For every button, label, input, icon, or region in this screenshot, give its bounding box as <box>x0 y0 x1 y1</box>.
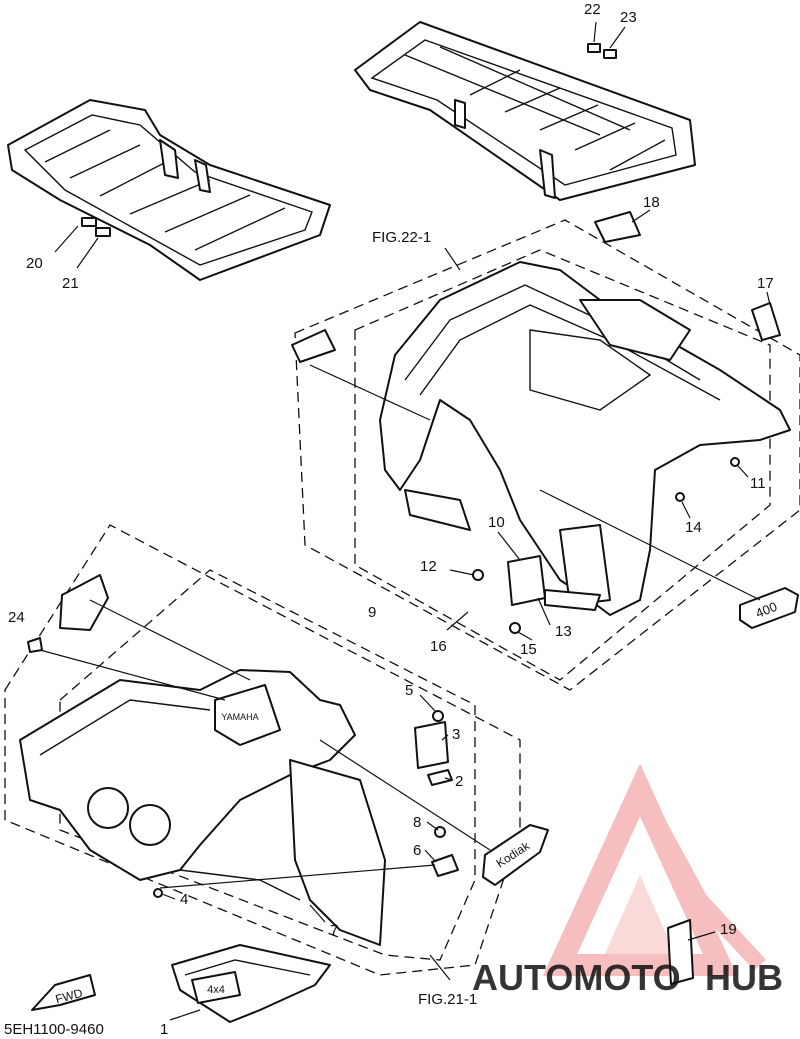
screw-12 <box>472 569 484 581</box>
decal-22 <box>587 43 601 53</box>
callout-10: 10 <box>488 514 505 531</box>
decal-18 <box>594 211 641 243</box>
callout-5: 5 <box>405 682 413 699</box>
flap-13 <box>507 555 546 606</box>
callout-8: 8 <box>413 814 421 831</box>
callout-numbers: 1 2 3 4 5 6 7 8 9 10 11 12 13 14 15 16 1… <box>8 1 774 1038</box>
piece-2 <box>427 769 453 786</box>
callout-3: 3 <box>452 726 460 743</box>
nut-6 <box>431 854 459 877</box>
leader-lines <box>39 21 771 1021</box>
svg-text:4x4: 4x4 <box>207 984 225 996</box>
clip-11 <box>730 457 740 467</box>
callout-24: 24 <box>8 609 25 626</box>
rear-side-decal <box>291 329 336 363</box>
svg-text:YAMAHA: YAMAHA <box>221 712 258 722</box>
callout-4: 4 <box>180 891 188 908</box>
screw-5 <box>432 710 444 722</box>
front-lower-cover: 4x4 <box>171 944 331 1023</box>
clip-24 <box>27 637 43 653</box>
callout-6: 6 <box>413 842 421 859</box>
callout-13: 13 <box>555 623 572 640</box>
callout-14: 14 <box>685 519 702 536</box>
watermark-part-a: AUTOMOTO <box>472 957 681 998</box>
callout-16: 16 <box>430 638 447 655</box>
front-carrier <box>7 99 331 281</box>
watermark-logo <box>542 763 766 976</box>
screw-15 <box>509 622 521 634</box>
callout-22: 22 <box>584 1 601 18</box>
clip-4 <box>153 888 163 898</box>
fig-ref-22-1[interactable]: FIG.22-1 <box>372 229 431 246</box>
clip-14 <box>675 492 685 502</box>
callout-12: 12 <box>420 558 437 575</box>
callout-19: 19 <box>720 921 737 938</box>
fig-ref-21-1[interactable]: FIG.21-1 <box>418 991 477 1008</box>
decal-23 <box>603 49 617 59</box>
watermark-part-b: HUB <box>705 957 783 998</box>
front-fender-inner-outline <box>59 569 476 961</box>
decal-17 <box>751 302 781 341</box>
decal-20 <box>81 217 97 227</box>
emblem-kodiak: Kodiak <box>482 824 549 886</box>
rear-fender-inner-outline <box>354 249 771 681</box>
callout-15: 15 <box>520 641 537 658</box>
watermark-text: AUTOMOTO HUB <box>472 957 783 998</box>
callout-20: 20 <box>26 255 43 272</box>
svg-text:FWD: FWD <box>54 986 84 1007</box>
bracket-24-panel <box>59 574 109 631</box>
callout-23: 23 <box>620 9 637 26</box>
plate-3 <box>414 721 449 769</box>
rear-carrier <box>354 21 696 201</box>
front-fender-outline <box>4 524 521 976</box>
tag-19 <box>667 919 694 985</box>
callout-1: 1 <box>160 1021 168 1038</box>
emblem-400: 400 <box>739 587 799 629</box>
callout-11: 11 <box>750 475 766 492</box>
rear-fender-outline <box>294 219 800 691</box>
fwd-arrow: FWD <box>31 974 96 1011</box>
rear-fender <box>379 261 791 616</box>
callout-17: 17 <box>757 275 774 292</box>
diagram-code: 5EH1100-9460 <box>4 1021 104 1038</box>
front-fender: YAMAHA <box>19 669 386 946</box>
callout-2: 2 <box>455 773 463 790</box>
decal-21 <box>95 227 111 237</box>
callout-7: 7 <box>330 922 338 939</box>
callout-9: 9 <box>368 604 376 621</box>
callout-21: 21 <box>62 275 79 292</box>
callout-18: 18 <box>643 194 660 211</box>
